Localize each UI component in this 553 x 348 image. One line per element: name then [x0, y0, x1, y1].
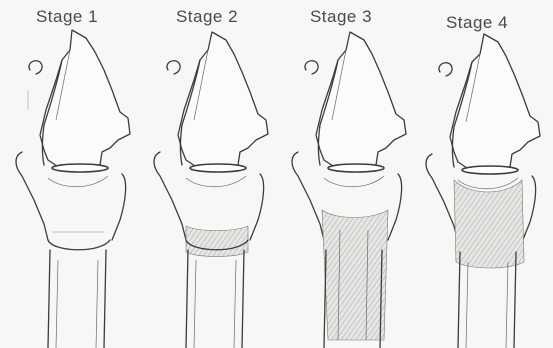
larynx-trachea-drawing-icon — [0, 0, 138, 348]
stage-panel-2: Stage 2 — [138, 0, 276, 348]
stage-panel-1: Stage 1 — [0, 0, 138, 348]
stage-panel-4: Stage 4 — [414, 0, 552, 348]
larynx-trachea-drawing-icon — [276, 0, 414, 348]
stage-panel-3: Stage 3 — [276, 0, 414, 348]
larynx-trachea-drawing-icon — [414, 0, 552, 348]
larynx-trachea-drawing-icon — [138, 0, 276, 348]
